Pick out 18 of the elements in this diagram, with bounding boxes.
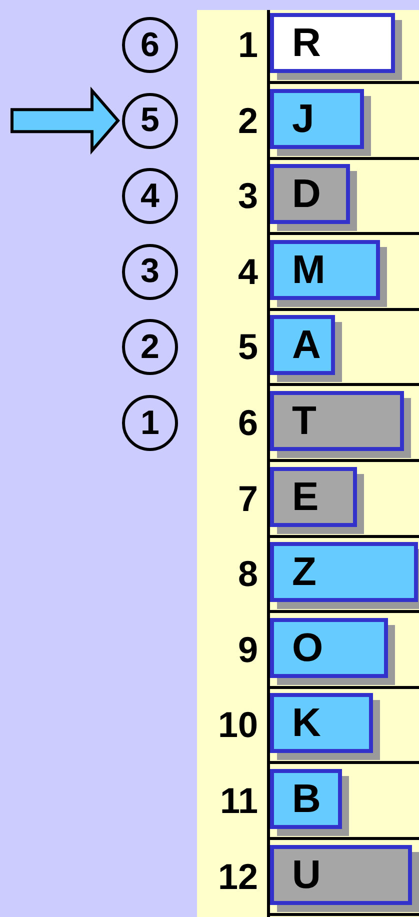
row-number: 12 <box>216 856 258 897</box>
row-number: 7 <box>236 478 258 519</box>
row-number: 6 <box>236 403 258 443</box>
circled-number: 5 <box>122 92 178 149</box>
row-number: 4 <box>236 252 258 292</box>
row-number: 8 <box>236 554 258 594</box>
circled-number: 2 <box>122 319 178 376</box>
row-number: 3 <box>236 176 258 216</box>
circled-number: 3 <box>122 244 178 300</box>
row-number: 5 <box>236 327 258 368</box>
row-number: 9 <box>236 630 258 670</box>
row-number: 1 <box>236 25 258 65</box>
row-number: 2 <box>236 100 258 141</box>
row-number: 11 <box>218 781 258 821</box>
circled-number: 4 <box>122 168 178 224</box>
circled-number: 1 <box>122 395 178 451</box>
row-number: 10 <box>216 705 258 746</box>
circled-number: 6 <box>122 17 178 73</box>
